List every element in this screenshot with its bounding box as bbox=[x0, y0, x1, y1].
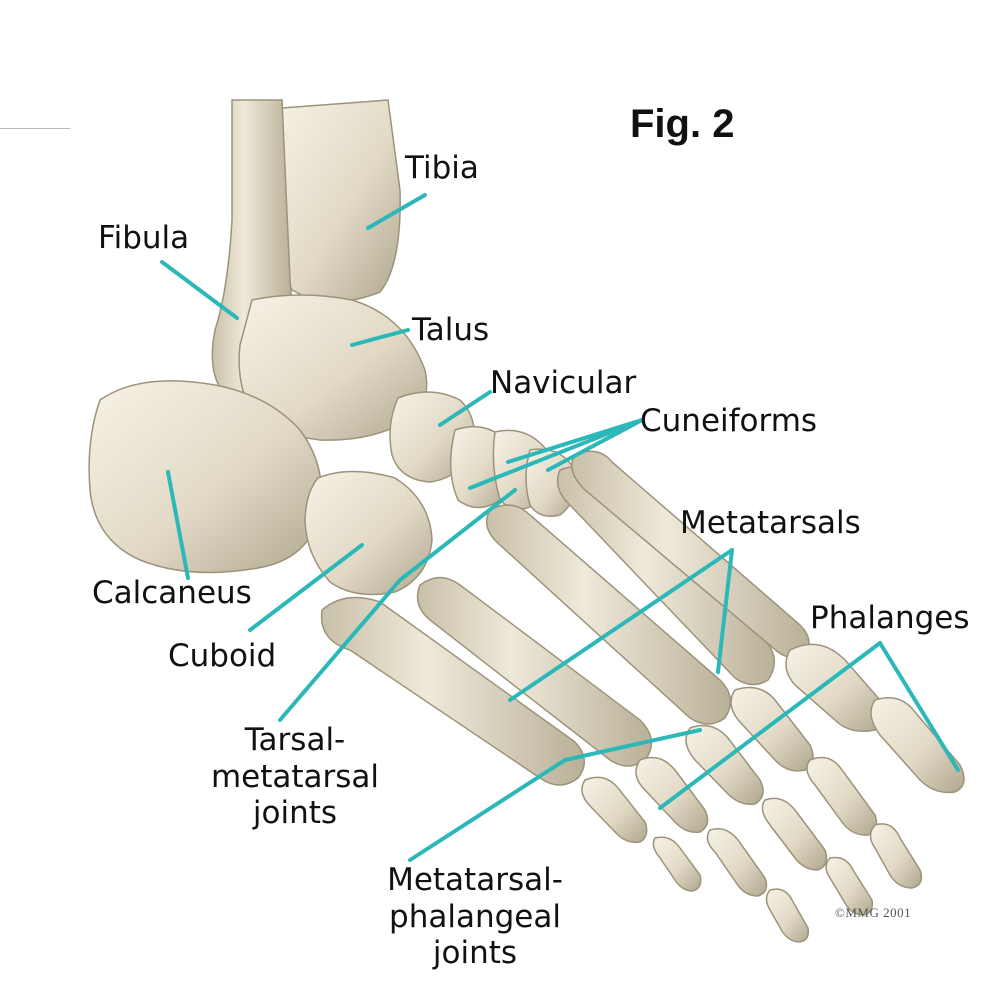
phalanx-bones bbox=[581, 643, 965, 943]
metatarsal-bone bbox=[485, 504, 732, 725]
label-line: Metatarsal- bbox=[387, 862, 563, 898]
metatarsals-leader-1 bbox=[508, 548, 734, 702]
navicular-label: Navicular bbox=[490, 365, 637, 401]
navicular-leader bbox=[438, 390, 492, 427]
cuboid-label: Cuboid bbox=[168, 638, 277, 674]
cuneiforms-label: Cuneiforms bbox=[640, 403, 818, 439]
phalanx-bone bbox=[785, 643, 885, 732]
label-line: metatarsal bbox=[210, 758, 380, 795]
metatarsal-bones bbox=[320, 450, 810, 786]
phalanx-bone bbox=[730, 686, 814, 772]
label-line: phalangeal bbox=[389, 898, 561, 935]
phalanx-bone bbox=[870, 697, 965, 794]
phalanx-bone bbox=[806, 756, 878, 836]
bones bbox=[88, 99, 577, 596]
cuneiforms-leader-3 bbox=[546, 418, 644, 472]
tibia-label: Tibia bbox=[405, 150, 479, 186]
mtp-leader-1 bbox=[408, 758, 567, 862]
label-line: Tarsal- bbox=[244, 722, 346, 758]
metatarsal-bone bbox=[320, 596, 585, 786]
calcaneus-label: Calcaneus bbox=[92, 575, 252, 611]
phalanx-bone bbox=[581, 776, 648, 844]
phalanx-bone bbox=[652, 836, 702, 892]
tarsal-metatarsal-leader-2 bbox=[398, 488, 517, 582]
tarsal-metatarsal-joints-label: Tarsal- metatarsal joints bbox=[210, 722, 380, 832]
phalanx-bone bbox=[706, 828, 768, 897]
tibia-leader bbox=[366, 193, 427, 230]
calcaneus-leader bbox=[166, 470, 190, 580]
label-line: joints bbox=[432, 935, 518, 972]
phalanx-bone bbox=[869, 823, 923, 889]
fibula-label: Fibula bbox=[98, 220, 190, 256]
fibula-leader bbox=[160, 260, 239, 320]
tarsal-metatarsal-leader-1 bbox=[278, 578, 402, 722]
phalanx-bone bbox=[635, 756, 709, 834]
phalanx-bone bbox=[825, 856, 874, 916]
phalanx-bone bbox=[765, 888, 810, 943]
metatarsals-leader-2 bbox=[716, 548, 734, 674]
cuneiforms-leader-2 bbox=[506, 418, 644, 464]
metatarsals-label: Metatarsals bbox=[680, 505, 861, 541]
phalanx-bone bbox=[761, 797, 828, 871]
talus-leader bbox=[350, 328, 410, 347]
phalanges-leader-2 bbox=[878, 641, 960, 772]
talus-label: Talus bbox=[412, 312, 490, 348]
metatarsal-phalangeal-joints-label: Metatarsal- phalangeal joints bbox=[370, 862, 580, 972]
cuneiforms-leader-1 bbox=[468, 418, 644, 490]
cuboid-leader bbox=[248, 543, 364, 632]
phalanx-bone bbox=[685, 724, 764, 806]
label-line: joints bbox=[252, 795, 338, 832]
cuneiform-bone bbox=[525, 448, 577, 517]
top-left-rule bbox=[0, 128, 70, 129]
figure-number: Fig. 2 bbox=[630, 102, 735, 146]
phalanges-label: Phalanges bbox=[810, 600, 970, 636]
copyright-notice: ©MMG 2001 bbox=[835, 905, 912, 920]
mtp-leader-2 bbox=[563, 728, 702, 762]
leader-lines bbox=[160, 193, 960, 862]
phalanges-leader-1 bbox=[658, 641, 882, 810]
calcaneus-bone bbox=[88, 380, 323, 574]
tibia-bone bbox=[273, 99, 401, 303]
